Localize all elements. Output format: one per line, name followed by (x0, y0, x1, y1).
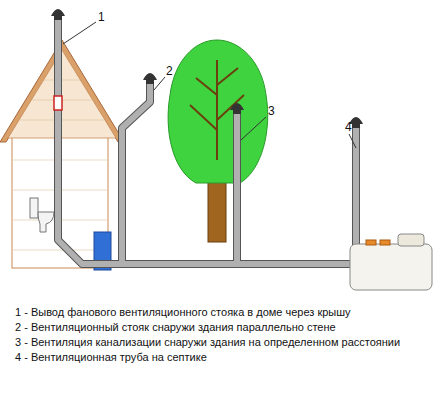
callout-number: 3 (267, 104, 276, 118)
leader-lines (63, 22, 356, 148)
legend-note: 4 - Вентиляционная труба на септике (15, 351, 207, 364)
legend-note: 3 - Вентиляция канализации снаружи здани… (15, 336, 400, 349)
callout-number: 2 (165, 64, 174, 78)
pipes (58, 18, 356, 264)
septic-tank (350, 234, 432, 290)
callout-number: 1 (97, 10, 106, 24)
vent-caps (51, 9, 363, 128)
tree (168, 40, 268, 242)
stack-fitting (54, 96, 62, 110)
legend-note: 2 - Вентиляционный стояк снаружи здания … (15, 321, 336, 334)
callout-number: 4 (344, 120, 353, 134)
legend-note: 1 - Вывод фанового вентиляционного стояк… (15, 306, 351, 319)
toilet (30, 198, 54, 232)
